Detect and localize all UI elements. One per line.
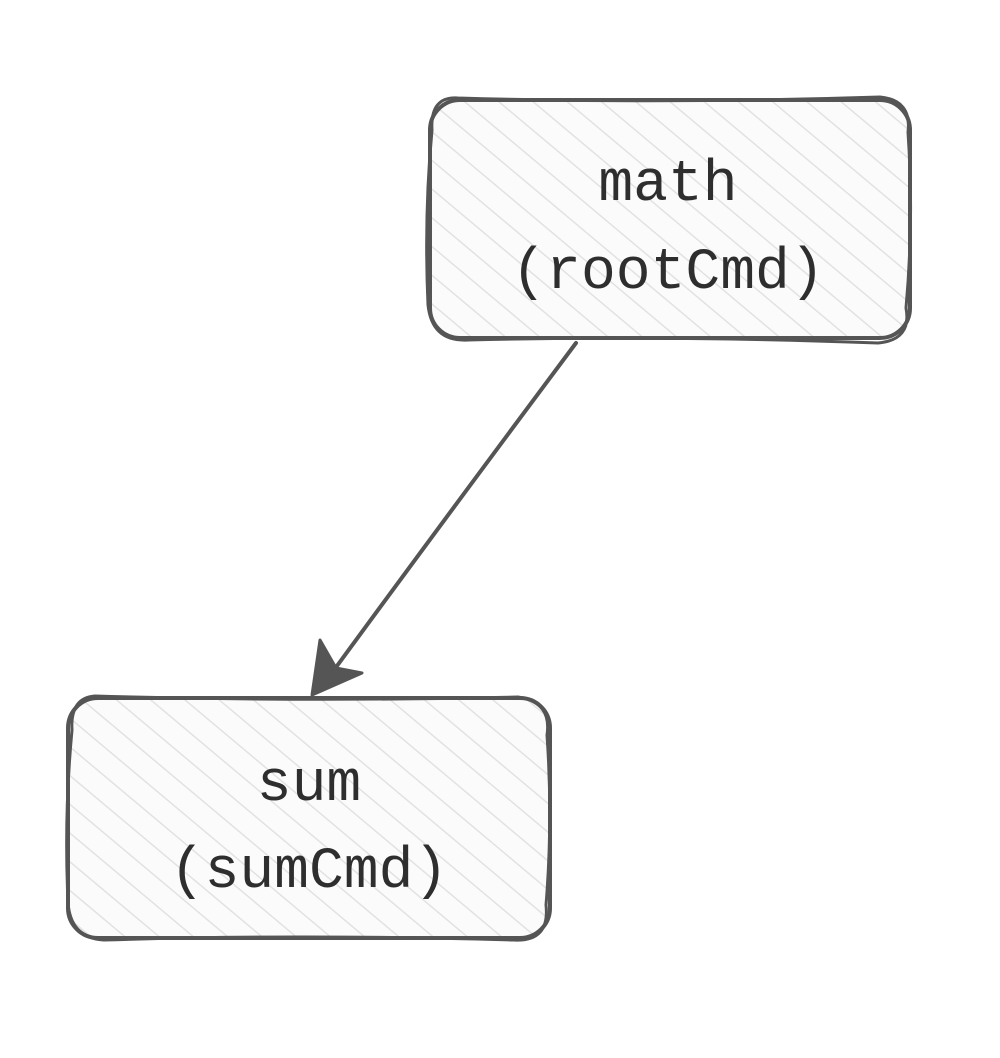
node-sum[interactable]: sum (sumCmd) <box>65 694 552 942</box>
node-math-sublabel: (rootCmd) <box>511 241 824 306</box>
edge-line <box>332 341 578 672</box>
node-sum-sublabel: (sumCmd) <box>170 840 448 905</box>
edge-math-to-sum <box>310 341 578 697</box>
node-math[interactable]: math (rootCmd) <box>425 95 913 345</box>
node-math-label: math <box>598 153 737 218</box>
node-sum-label: sum <box>257 753 361 818</box>
arrowhead-icon <box>310 638 364 697</box>
node-sum-box-sketch <box>65 694 552 942</box>
node-math-box-sketch <box>425 95 913 345</box>
